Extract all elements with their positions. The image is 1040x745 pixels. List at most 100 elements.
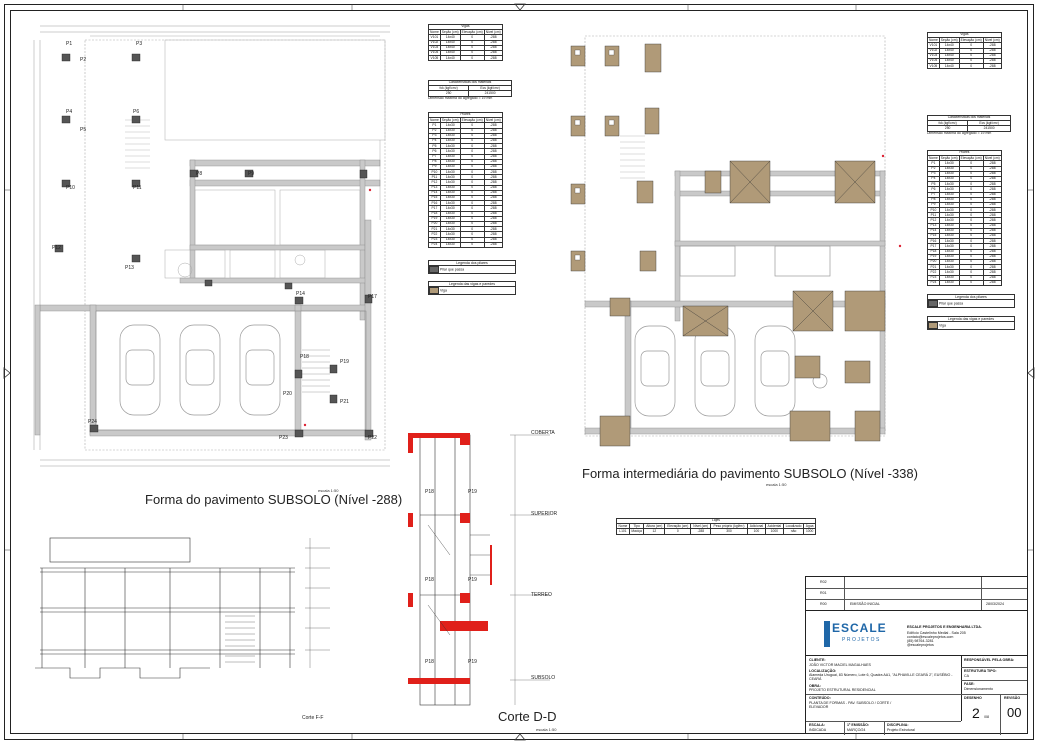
dd-pillar-p18-a: P18 (425, 489, 434, 495)
pillar-label-p6: P6 (133, 109, 140, 115)
table-cell: não (782, 528, 805, 535)
legend-item: Viga (938, 323, 946, 328)
legend-item: Viga (439, 288, 447, 293)
pillar-label-p10: P10 (66, 185, 75, 191)
table-cell: 14x30 (938, 279, 960, 286)
drawing-label: DESENHO (964, 696, 982, 700)
table-cell: 0 (958, 279, 984, 286)
responsible-label: RESPONSÁVEL PELA OBRA: (964, 658, 1015, 662)
company-name: ESCALE PROJETOS E ENGENHARIA LTDA. (907, 625, 982, 629)
logo-icon (824, 621, 830, 647)
logo-wordmark: ESCALE (832, 621, 887, 635)
table-cell: 1000 (803, 528, 816, 535)
legend-title: Legenda dos pilares (429, 261, 515, 266)
section-ff (35, 537, 330, 679)
table-cell: 300 (710, 528, 748, 535)
pillar-label-p19: P19 (340, 359, 349, 365)
legend-beams-left: Legenda das vigas e paredes Viga (428, 281, 516, 295)
pillar-label-p1: P1 (66, 41, 73, 47)
section-dd (408, 433, 550, 706)
materials-table-right: Características dos materiais fck (kgf/c… (926, 114, 1011, 135)
work-value: PROJETO ESTRUTURAL RESIDENCIAL (809, 688, 876, 692)
pillar-label-p9: P9 (248, 171, 255, 177)
revision-label: REVISÃO (1004, 696, 1021, 700)
revision-number: 00 (1007, 705, 1022, 720)
table-cell: 0 (664, 528, 692, 535)
company-line-4: @escaleprojetos (907, 643, 934, 647)
table-cell: 12 (643, 528, 666, 535)
pillar-label-p17: P17 (368, 294, 377, 300)
dd-pillar-p19-b: P19 (468, 577, 477, 583)
pillar-label-p18: P18 (300, 354, 309, 360)
section-dd-scale: escala 1:50 (536, 727, 557, 732)
discipline-label: DISCIPLINA: (887, 723, 909, 727)
table-cell: -288 (982, 279, 1002, 286)
content-value: PLANTA DE FORMAS - PAV. SUBSOLO / CORTE … (809, 701, 892, 710)
title-block: R02 R01 R00 EMISSÃO INICIAL 28/03/2024 E… (805, 576, 1028, 735)
logo-subtitle: PROJETOS (842, 637, 881, 643)
emission-label: 1ª EMISSÃO: (847, 723, 870, 727)
table-cell: 100 (747, 528, 766, 535)
dd-pillar-p19-c: P19 (468, 659, 477, 665)
pillar-swatch (429, 266, 439, 273)
pillar-label-p8: P8 (196, 171, 203, 177)
beams-table-left-grid: Vigas Nome Seção (cm) Elevação (cm) Níve… (428, 23, 503, 62)
revision-desc: EMISSÃO INICIAL (850, 602, 880, 606)
left-plan-scale: escala 1:50 (318, 488, 339, 493)
dd-pillar-p19-a: P19 (468, 489, 477, 495)
beams-table-left: Vigas Nome Seção (cm) Elevação (cm) Níve… (428, 23, 503, 62)
materials-note: Dimensão máxima do agregado = 19 mm (927, 130, 992, 135)
revision-code: R01 (820, 591, 827, 595)
table-cell: P24 (927, 279, 940, 286)
sheet-outer-border (4, 4, 1034, 740)
pillar-label-p14: P14 (296, 291, 305, 297)
pillar-label-p24: P24 (88, 419, 97, 425)
legend-pillars-right: Legenda dos pilares Pilar que passa (927, 294, 1015, 308)
pillar-label-p23: P23 (279, 435, 288, 441)
content-label: CONTEÚDO: (809, 696, 831, 700)
legend-beams-right: Legenda das vigas e paredes Viga (927, 316, 1015, 330)
pillar-label-p3: P3 (136, 41, 143, 47)
phase-value: Dimensionamento (964, 687, 993, 691)
company-line-3: (85) 98764-3281 (907, 639, 934, 643)
dd-pillar-p18-c: P18 (425, 659, 434, 665)
pillar-label-p4: P4 (66, 109, 73, 115)
phase-label: FASE: (964, 682, 975, 686)
scale-label: ESCALA: (809, 723, 825, 727)
revision-code: R02 (820, 580, 827, 584)
level-subsolo: SUBSOLO (531, 675, 556, 681)
level-superior: SUPERIOR (531, 511, 558, 517)
materials-table-left: Características dos materiais fck (kgf/c… (427, 79, 512, 100)
company-line-2: contato@escaleprojetos.com (907, 635, 954, 639)
table-cell: 1000 (764, 528, 784, 535)
legend-title: Legenda das vigas e paredes (928, 317, 1014, 322)
right-floor-plan (570, 35, 902, 447)
pillar-label-p5: P5 (80, 127, 87, 133)
pillar-label-p20: P20 (283, 391, 292, 397)
beam-swatch (928, 322, 938, 329)
legend-pillars-left: Legenda dos pilares Pilar que passa (428, 260, 516, 274)
table-cell: 14x30 (439, 241, 461, 248)
legend-title: Legenda das vigas e paredes (429, 282, 515, 287)
table-cell: L101 (616, 528, 630, 535)
section-dd-title: Corte D-D (498, 709, 557, 724)
pillar-label-p11: P11 (133, 185, 142, 191)
level-coberta: COBERTA (531, 430, 555, 436)
company-line-1: Edifício Castelinho Medial - Sala 205 (907, 631, 966, 635)
beams-table-right: Vigas Nome Seção (cm) Elevação (cm) Níve… (927, 31, 1002, 70)
table-cell: Maciça (628, 528, 645, 535)
